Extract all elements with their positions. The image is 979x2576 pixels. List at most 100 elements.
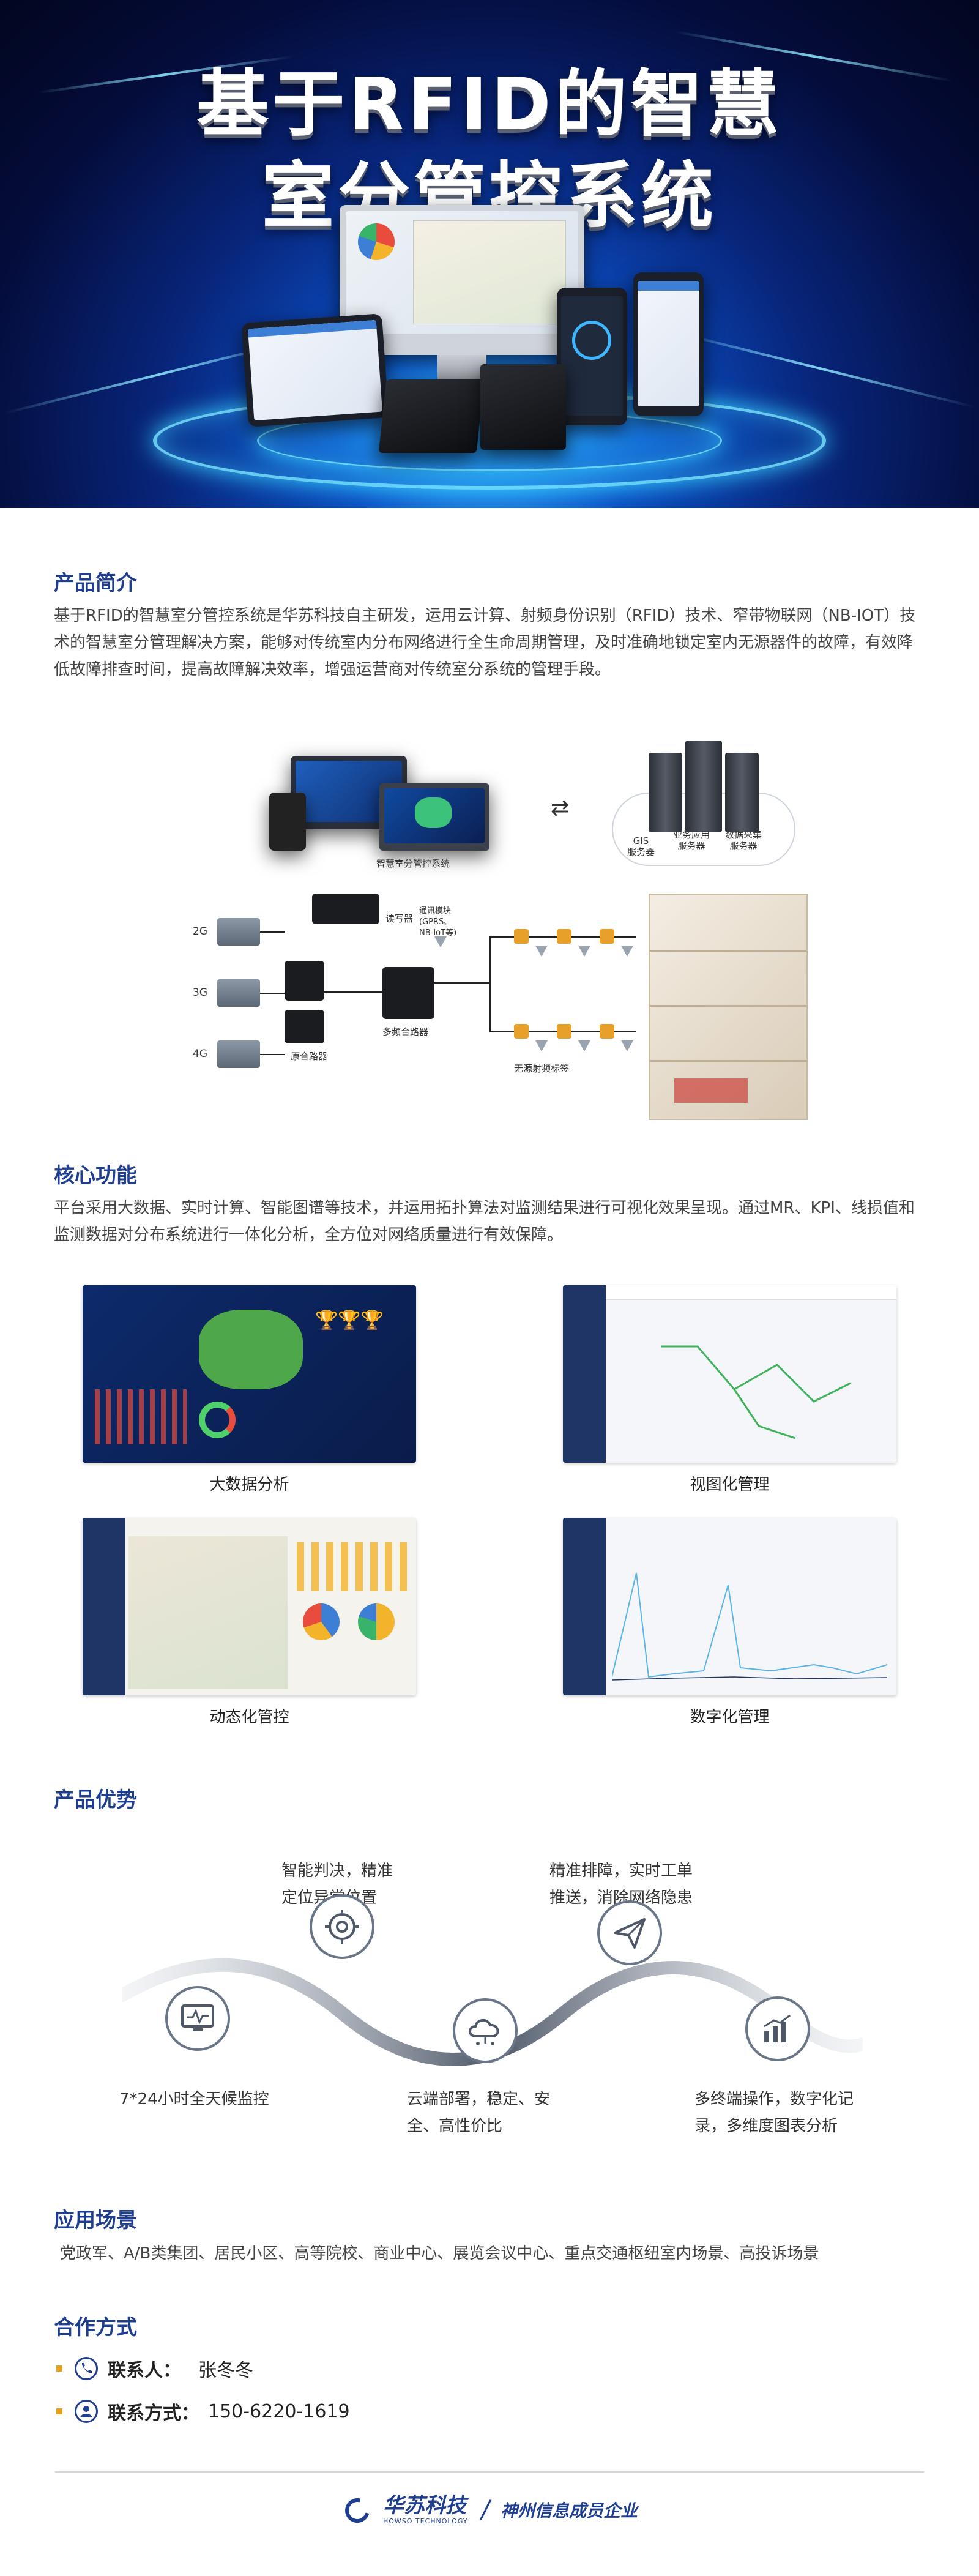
diagram-map-graphic: [415, 797, 452, 828]
feature-shot-dynamic: [83, 1518, 416, 1695]
scenarios-heading: 应用场景: [54, 2208, 137, 2233]
bullet-marker: [56, 2408, 62, 2414]
chart-icon: [745, 1996, 810, 2061]
diagram-laptop: [379, 783, 489, 851]
phone-icon: [75, 2357, 98, 2380]
hero-title-line1: 基于RFID的智慧: [196, 62, 783, 146]
floor-line: [650, 1005, 806, 1007]
floor-line: [650, 950, 806, 952]
gis-server-label: GIS 服务器: [627, 835, 655, 857]
header-graphic: [606, 1285, 896, 1300]
footer-slogan: 神州信息成员企业: [501, 2500, 638, 2521]
phone-value: 150-6220-1619: [208, 2400, 350, 2422]
hero-title: 基于RFID的智慧 室分管控系统: [0, 58, 979, 242]
antenna-icon: [434, 936, 447, 947]
core-body: 平台采用大数据、实时计算、智能图谱等技术，并运用拓扑算法对监测结果进行可视化效果…: [54, 1199, 915, 1244]
imac-screen: [346, 211, 578, 334]
rfid-tag: [514, 929, 529, 944]
tablet-device: [241, 313, 389, 427]
antenna-icon: [535, 1040, 548, 1051]
multi-combiner-label: 多频合路器: [382, 1026, 429, 1037]
monitor-icon: [165, 1986, 230, 2051]
diagram-laptop-screen: [384, 788, 485, 843]
floor-line: [650, 1060, 806, 1062]
feature-caption-view: 视图化管理: [690, 1476, 770, 1494]
cooperation-heading: 合作方式: [54, 2315, 137, 2340]
reader-device: [312, 894, 379, 924]
map-graphic: [413, 220, 566, 324]
intro-heading: 产品简介: [54, 571, 137, 595]
brand-name-en: HOWSO TECHNOLOGY: [382, 2517, 468, 2525]
phone-header-bar: [638, 281, 699, 291]
ring-chart-graphic: [199, 1402, 236, 1438]
combiner-chip: [285, 1010, 324, 1043]
trophy-icon: 🏆🏆🏆: [315, 1310, 384, 1331]
feature-shot-view: [563, 1285, 896, 1463]
phone-screen-light: [638, 281, 699, 406]
antenna-icon: [535, 946, 548, 957]
contact-phone-row: 联系方式： 150-6220-1619: [56, 2398, 350, 2425]
wire: [260, 1054, 285, 1055]
rfid-tag-label: 无源射频标签: [514, 1063, 570, 1074]
phone-screen-dark: [561, 296, 623, 416]
phone-label: 联系方式：: [108, 2403, 199, 2424]
contact-label: 联系人：: [108, 2360, 181, 2381]
rfid-tag: [514, 1024, 529, 1039]
feature-caption-dynamic: 动态化管控: [209, 1708, 289, 1727]
phone-device-light: [633, 272, 704, 416]
hero-banner: 基于RFID的智慧 室分管控系统: [0, 0, 979, 508]
band-label-4g: 4G: [193, 1048, 207, 1060]
light-streak: [665, 329, 975, 408]
feature-caption-digital: 数字化管理: [690, 1708, 770, 1727]
contact-person-row: 联系人： 张冬冬: [56, 2355, 253, 2382]
app-server-label: 业务应用 服务器: [673, 829, 710, 851]
bar-chart-graphic: [95, 1389, 187, 1444]
server-graphic: [685, 741, 722, 832]
wire: [324, 991, 382, 993]
gauge-graphic: [572, 321, 611, 360]
rfid-tag: [557, 929, 571, 944]
core-heading: 核心功能: [54, 1163, 137, 1188]
wire: [434, 982, 489, 984]
wire: [260, 993, 285, 994]
combiner-chip: [285, 961, 324, 1001]
combiner-box: [480, 364, 566, 450]
company-logo-icon: [340, 2493, 377, 2527]
sidebar-graphic: [83, 1518, 125, 1695]
feature-caption-bigdata: 大数据分析: [209, 1476, 289, 1494]
combiner-label: 原合路器: [291, 1051, 328, 1062]
pie-chart-graphic: [358, 1603, 395, 1640]
band-label-2g: 2G: [193, 925, 207, 938]
diagram-phone: [269, 793, 306, 851]
antenna-icon: [621, 946, 633, 957]
bar-chart-graphic: [297, 1542, 407, 1591]
map-graphic: [128, 1536, 288, 1689]
feature-shot-bigdata: 🏆🏆🏆: [83, 1285, 416, 1463]
user-icon: [75, 2400, 98, 2423]
reader-label: 读写器: [385, 913, 414, 924]
imac-device: [340, 205, 584, 355]
brand-name-cn: 华苏科技: [382, 2493, 466, 2518]
topology-graphic: [661, 1345, 851, 1439]
sidebar-graphic: [563, 1518, 606, 1695]
slash-divider: /: [481, 2495, 489, 2524]
data-server-label: 数据采集 服务器: [725, 829, 762, 851]
contact-name: 张冬冬: [198, 2360, 253, 2381]
send-icon: [597, 1900, 662, 1965]
system-architecture-diagram: 智慧室分管控系统 ⇄ GIS 服务器 业务应用 服务器 数据采集 服务器 2G …: [171, 734, 826, 1126]
feature-shot-digital: [563, 1518, 896, 1695]
scenarios-body: 党政军、A/B类集团、居民小区、高等院校、商业中心、展览会议中心、重点交通枢纽室…: [60, 2244, 819, 2263]
base-station-unit-4g: [217, 1040, 260, 1068]
footer-brand: 华苏科技 HOWSO TECHNOLOGY / 神州信息成员企业: [0, 2493, 979, 2527]
cloud-icon: [453, 1998, 518, 2063]
wire: [489, 936, 491, 1031]
base-station-unit-3g: [217, 979, 260, 1007]
multi-combiner-chip: [382, 967, 434, 1019]
building-cutaway-graphic: [649, 894, 808, 1120]
room-graphic: [674, 1078, 748, 1103]
brand-name-block: 华苏科技 HOWSO TECHNOLOGY: [383, 2494, 468, 2525]
footer-divider: [55, 2471, 924, 2473]
antenna-icon: [578, 1040, 590, 1051]
bullet-marker: [56, 2365, 62, 2372]
line-chart-graphic: [612, 1572, 888, 1681]
